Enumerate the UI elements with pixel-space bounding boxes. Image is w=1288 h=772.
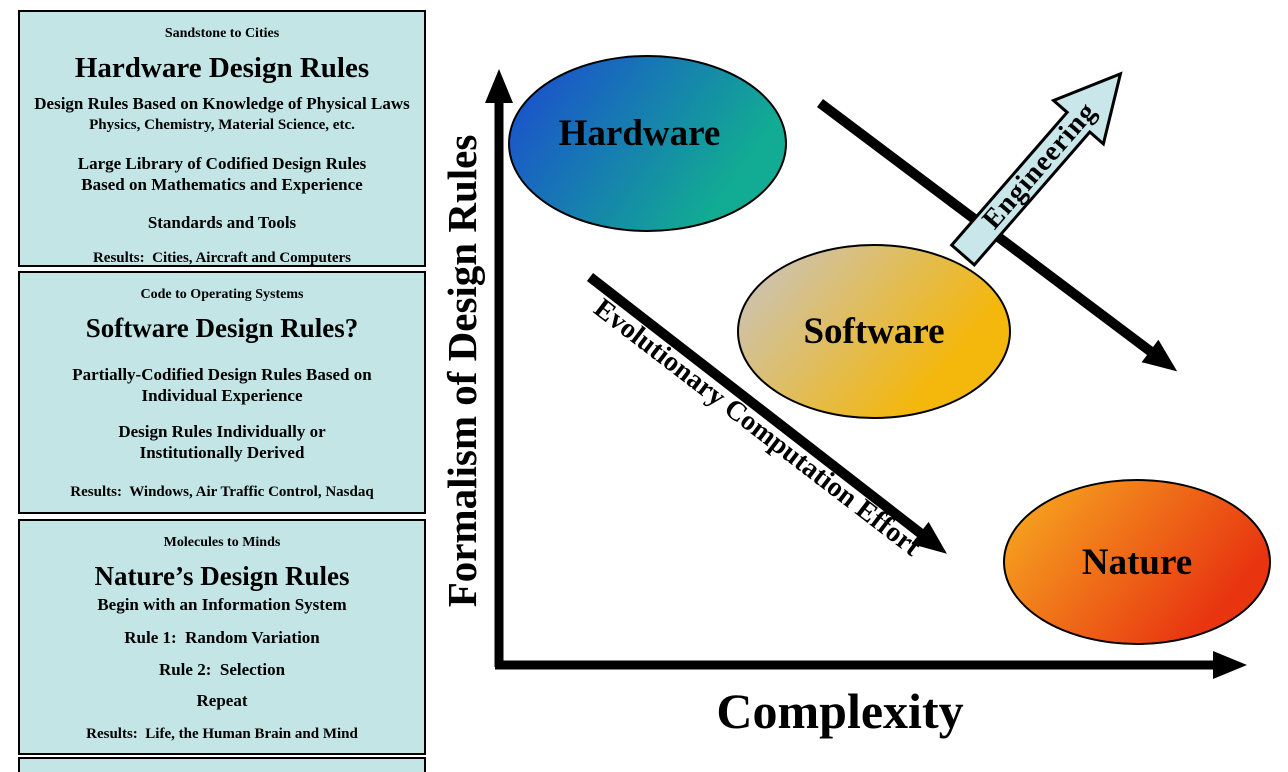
panel-software-design-rules: Code to Operating Systems Software Desig… — [18, 271, 426, 514]
panel2-results: Results: Windows, Air Traffic Control, N… — [70, 484, 374, 500]
x-axis-label: Complexity — [716, 683, 964, 739]
panel2-para-2: Design Rules Individually or Institution… — [118, 421, 326, 462]
software-ellipse: Software — [737, 244, 1011, 419]
panel-natures-design-rules: Molecules to Minds Nature’s Design Rules… — [18, 519, 426, 755]
panel3-para-1: Begin with an Information System — [97, 595, 347, 614]
panel3-results: Results: Life, the Human Brain and Mind — [86, 726, 358, 742]
y-axis-label: Formalism of Design Rules — [439, 134, 485, 608]
panel3-kicker: Molecules to Minds — [163, 535, 281, 550]
software-label: Software — [803, 311, 945, 352]
panel2-para-1: Partially-Codified Design Rules Based on… — [72, 365, 372, 406]
panel1-title: Hardware Design Rules — [74, 52, 370, 84]
panel1-para-2: Physics, Chemistry, Material Science, et… — [89, 117, 355, 134]
panel1-para-3: Large Library of Codified Design Rules B… — [77, 154, 367, 195]
panel1-kicker: Sandstone to Cities — [164, 26, 280, 41]
hardware-label: Hardware — [558, 113, 721, 154]
panel2-kicker: Code to Operating Systems — [140, 287, 304, 302]
panel3-para-3: Rule 2: Selection — [158, 659, 286, 679]
panel3-para-2: Rule 1: Random Variation — [124, 628, 320, 648]
engineering-arrow-label: Engineering — [976, 96, 1103, 236]
panel1-para-1: Design Rules Based on Knowledge of Physi… — [34, 94, 410, 113]
nature-ellipse: Nature — [1003, 479, 1271, 645]
nature-label: Nature — [1081, 541, 1193, 583]
panel-hardware-design-rules: Sandstone to Cities Hardware Design Rule… — [18, 10, 426, 267]
panel1-results: Results: Cities, Aircraft and Computers — [92, 249, 352, 266]
panel3-title: Nature’s Design Rules — [94, 561, 350, 591]
hardware-ellipse: Hardware — [508, 55, 787, 232]
panel2-title: Software Design Rules? — [85, 313, 359, 343]
panel1-para-4: Standards and Tools — [147, 212, 297, 232]
panel-partial-bottom — [18, 757, 426, 772]
panel3-para-4: Repeat — [196, 690, 248, 710]
